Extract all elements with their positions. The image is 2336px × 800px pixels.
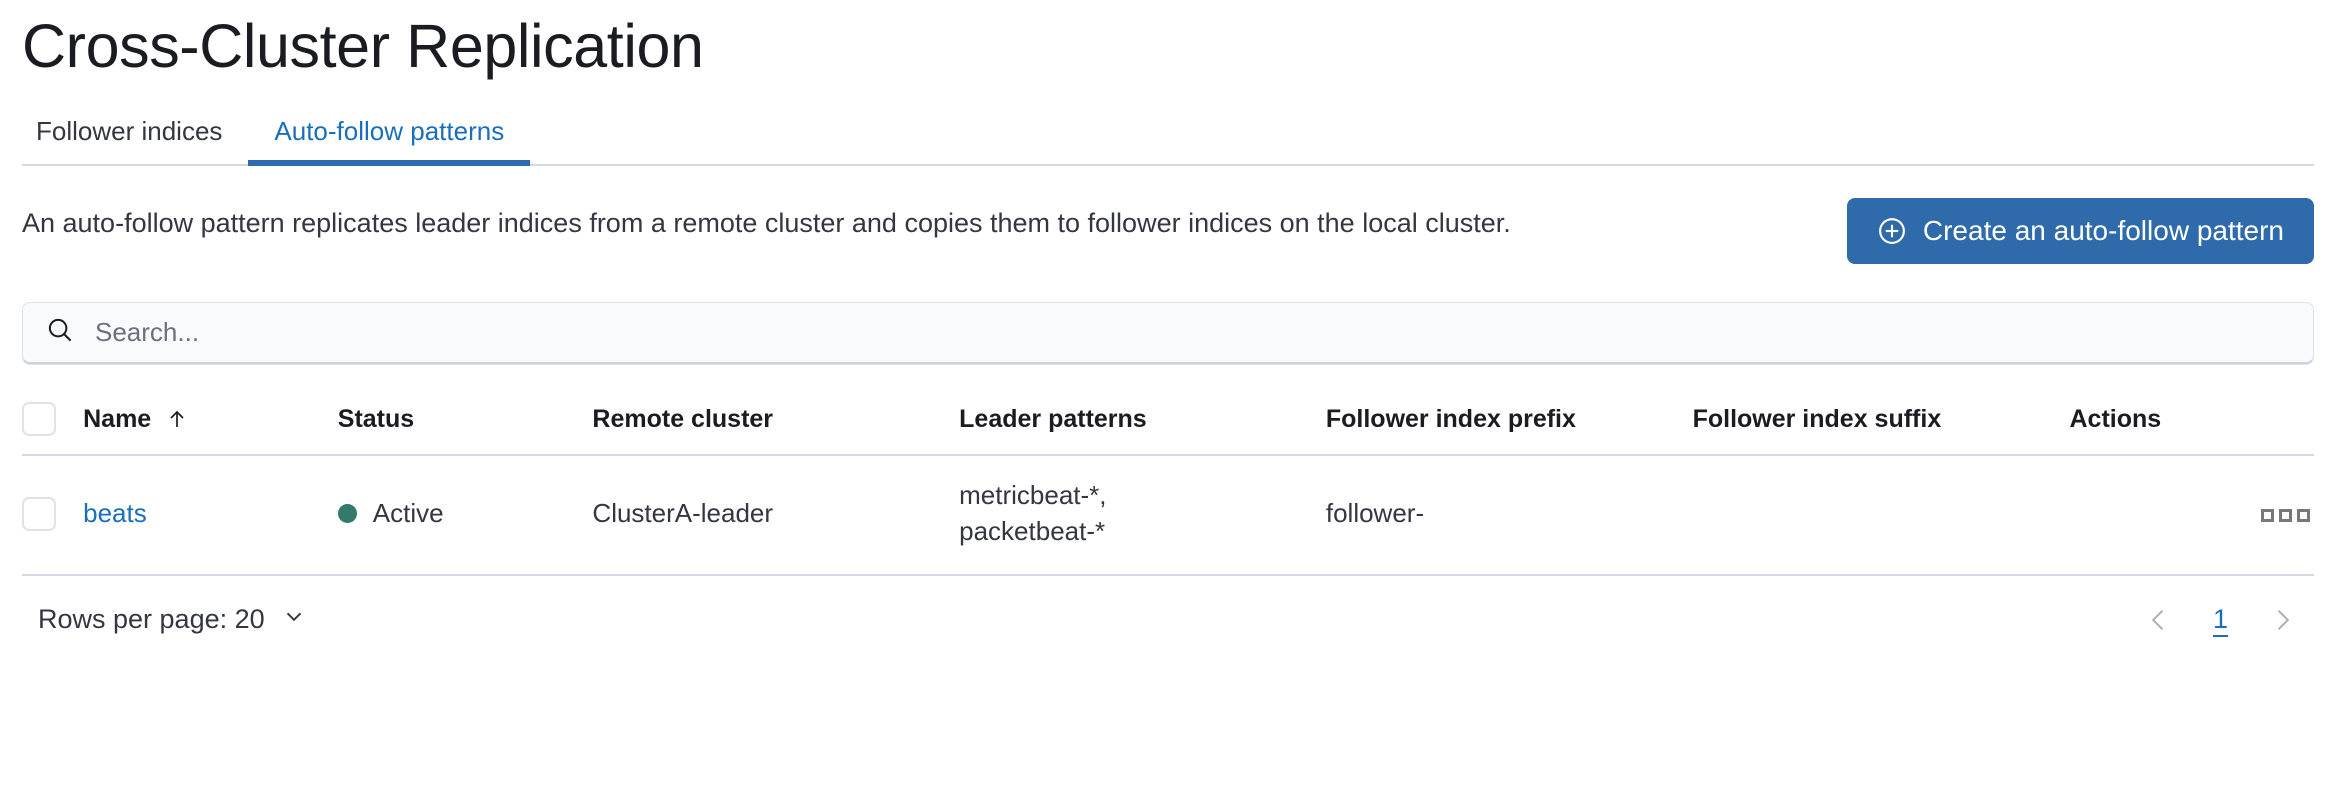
search-input[interactable] <box>93 303 2291 362</box>
leader-patterns-line-2: packetbeat-* <box>959 515 1106 546</box>
table-footer: Rows per page: 20 1 <box>22 602 2314 638</box>
select-all-header <box>22 388 84 456</box>
column-header-actions: Actions <box>2069 388 2314 456</box>
status-label: Active <box>372 498 444 529</box>
tab-auto-follow-patterns[interactable]: Auto-follow patterns <box>248 118 531 166</box>
column-header-follower-index-prefix[interactable]: Follower index prefix <box>1325 388 1693 456</box>
search-icon <box>45 315 75 350</box>
table-header-row: Name Status Remote cluster Leader patter… <box>22 388 2314 456</box>
plus-in-circle-icon <box>1877 216 1907 246</box>
create-auto-follow-pattern-button[interactable]: Create an auto-follow pattern <box>1846 198 2314 264</box>
table-row: beats Active ClusterA-leader metricbeat-… <box>22 455 2314 576</box>
create-button-label: Create an auto-follow pattern <box>1922 215 2284 246</box>
rows-per-page-label: Rows per page: 20 <box>38 604 265 635</box>
intro-section: An auto-follow pattern replicates leader… <box>22 198 2314 264</box>
chevron-right-icon[interactable] <box>2260 602 2304 638</box>
cell-follower-index-prefix: follower- <box>1325 455 1693 576</box>
cell-follower-index-suffix <box>1692 455 2070 576</box>
row-checkbox[interactable] <box>22 496 56 531</box>
chevron-down-icon <box>281 603 307 636</box>
page-number-1[interactable]: 1 <box>2207 603 2234 636</box>
cell-status: Active <box>337 455 593 576</box>
column-header-follower-index-suffix[interactable]: Follower index suffix <box>1692 388 2070 456</box>
cell-leader-patterns: metricbeat-*, packetbeat-* <box>959 455 1326 576</box>
arrow-up-icon <box>165 407 189 431</box>
row-select-cell <box>22 455 84 576</box>
leader-patterns-line-1: metricbeat-*, <box>959 480 1107 510</box>
search-bar[interactable] <box>22 302 2314 364</box>
status-dot-icon <box>337 504 357 524</box>
select-all-checkbox[interactable] <box>22 402 56 436</box>
column-header-name[interactable]: Name <box>83 388 338 456</box>
column-header-name-label: Name <box>83 404 152 433</box>
auto-follow-patterns-table: Name Status Remote cluster Leader patter… <box>22 388 2314 576</box>
column-header-remote-cluster[interactable]: Remote cluster <box>592 388 960 456</box>
pattern-name-link[interactable]: beats <box>83 498 147 529</box>
column-header-leader-patterns[interactable]: Leader patterns <box>959 388 1326 456</box>
rows-per-page-selector[interactable]: Rows per page: 20 <box>32 602 313 637</box>
page-title: Cross-Cluster Replication <box>22 12 704 80</box>
cell-name: beats <box>83 455 338 576</box>
pagination: 1 <box>2137 602 2304 638</box>
column-header-status[interactable]: Status <box>337 388 593 456</box>
chevron-left-icon[interactable] <box>2137 602 2181 638</box>
tab-bar: Follower indices Auto-follow patterns <box>22 92 2314 166</box>
tab-follower-indices[interactable]: Follower indices <box>22 118 248 164</box>
cell-actions <box>2069 455 2314 576</box>
cell-remote-cluster: ClusterA-leader <box>592 455 960 576</box>
intro-description: An auto-follow pattern replicates leader… <box>22 208 1511 238</box>
ellipsis-actions-icon[interactable] <box>2257 505 2314 526</box>
